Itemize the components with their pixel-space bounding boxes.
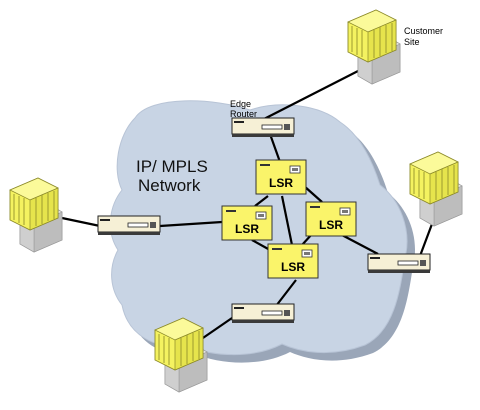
link-lsr-top-lsr-right xyxy=(303,185,323,203)
link-lsr-top-lsr-bottom xyxy=(280,195,294,246)
link-lsr-left-lsr-bottom xyxy=(251,239,271,251)
link-router-right-building xyxy=(418,223,434,257)
link-router-lsr-left xyxy=(159,220,223,228)
lsr-label: LSR xyxy=(235,222,259,236)
lsr-node-right: LSR xyxy=(305,201,357,237)
network-label-line2: Network xyxy=(138,176,201,195)
building-icon xyxy=(154,317,208,393)
link-edge-lsr-top xyxy=(268,133,282,163)
network-label-line1: IP/ MPLS xyxy=(136,157,208,176)
edge-router-icon xyxy=(367,253,431,274)
building-icon xyxy=(409,151,463,227)
link-router-bottom-building xyxy=(199,317,233,341)
edge-router-label-line2: Router xyxy=(230,109,257,119)
lsr-label: LSR xyxy=(319,218,343,232)
customer-site-label-line1: Customer xyxy=(404,26,443,36)
link-left-building-router xyxy=(61,216,101,228)
edge-router-icon xyxy=(231,117,295,138)
link-lsr-left-lsr-top xyxy=(254,195,269,207)
lsr-node-top: LSR xyxy=(255,159,307,195)
link-lsr-right-router-right xyxy=(339,233,379,255)
link-lsr-bottom-router-bottom xyxy=(275,279,297,307)
building-icon xyxy=(9,177,63,253)
edge-router-icon xyxy=(231,303,295,324)
edge-router-icon xyxy=(97,215,161,236)
customer-site-label-line2: Site xyxy=(404,37,420,47)
lsr-node-bottom: LSR xyxy=(267,243,319,279)
lsr-label: LSR xyxy=(281,260,305,274)
lsr-label: LSR xyxy=(269,176,293,190)
link-customer-edge xyxy=(261,69,361,121)
lsr-node-left: LSR xyxy=(221,205,273,241)
edge-router-label-line1: Edge xyxy=(230,99,251,109)
